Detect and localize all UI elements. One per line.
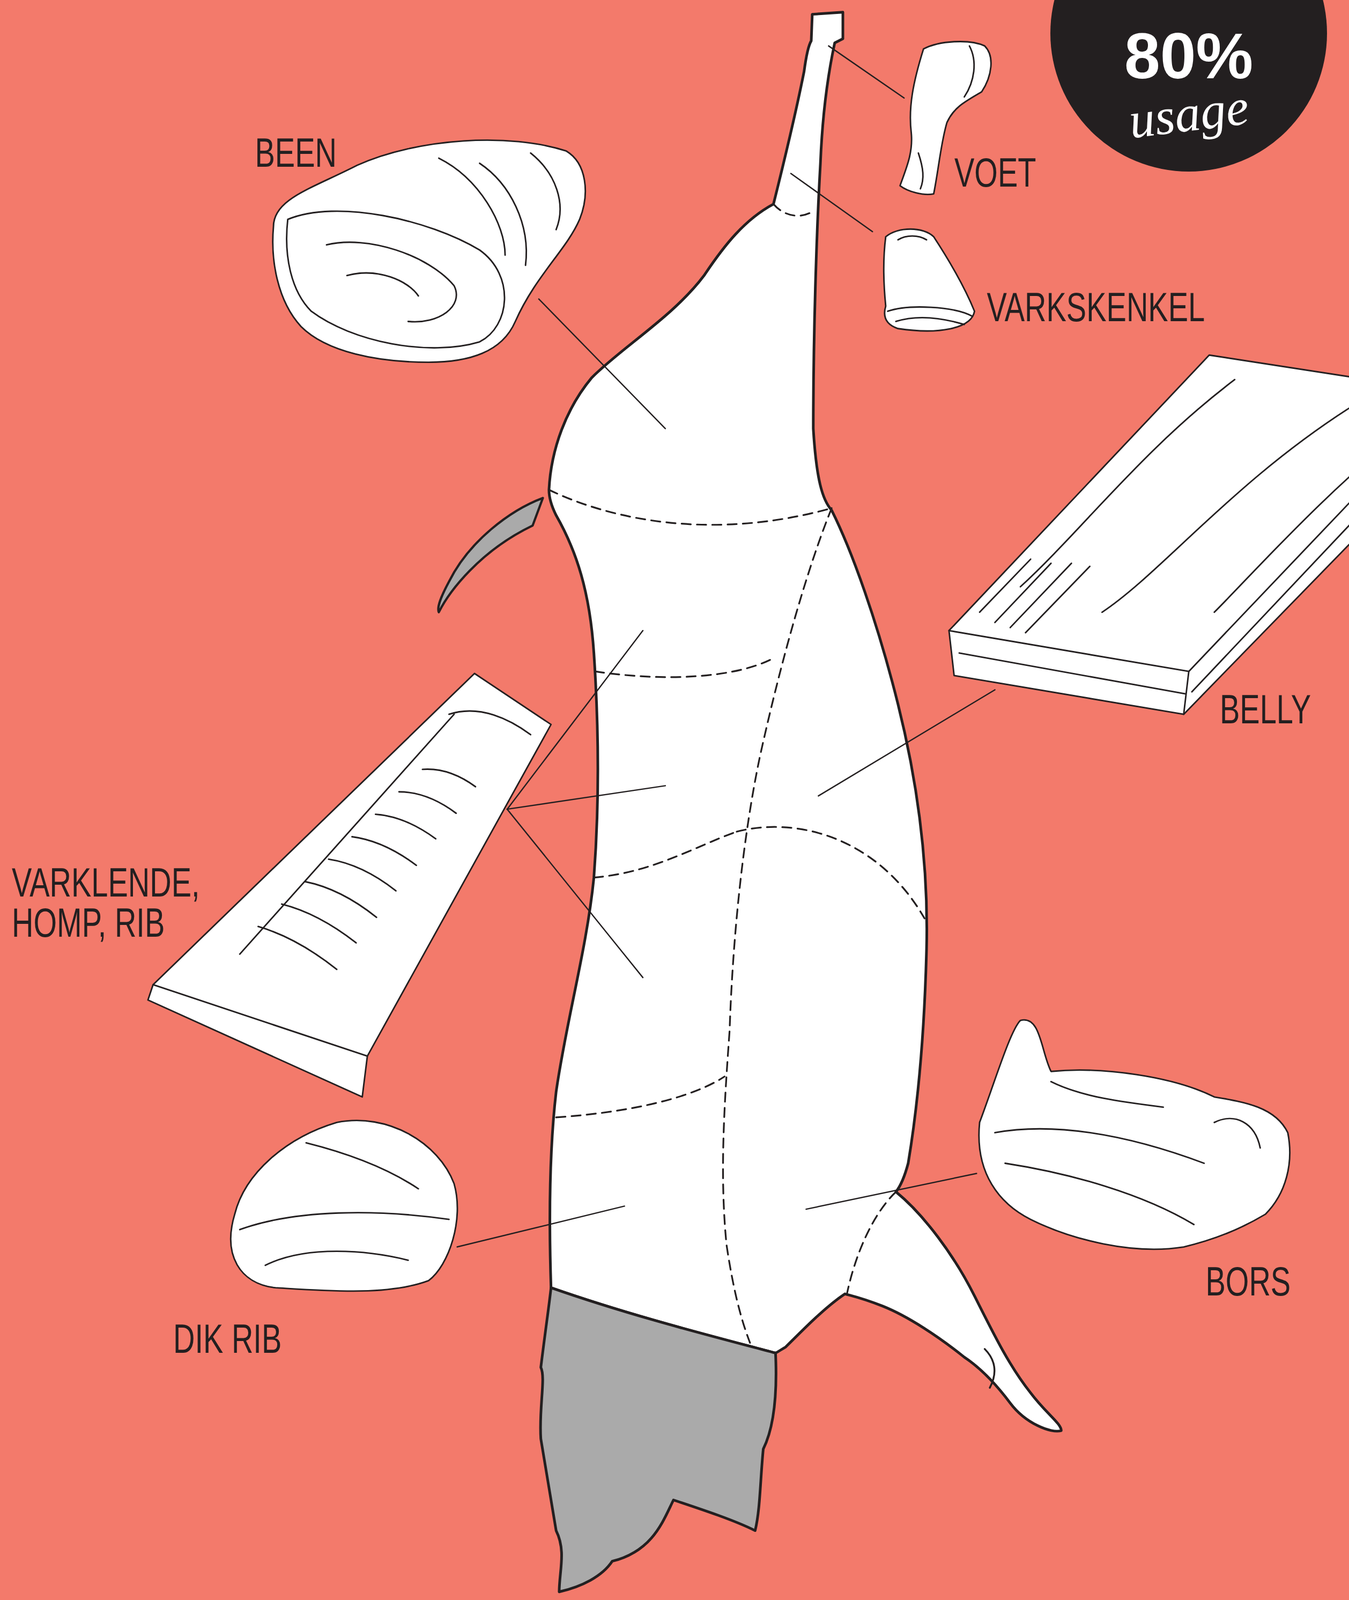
cut-name: VOET: [954, 152, 1036, 194]
cut-line: [595, 657, 774, 677]
cut-line: [594, 831, 737, 878]
breast-cut: [979, 1019, 1291, 1250]
badge-circle: [1050, 0, 1328, 172]
badge-caption: usage: [1125, 80, 1252, 147]
leader-line: [538, 299, 666, 429]
tail: [438, 498, 543, 613]
trotter-line: [984, 1349, 995, 1388]
cut-line: [722, 508, 832, 1344]
cut-name: BORS: [1205, 1261, 1292, 1302]
cut-name: VARKLENDE, HOMP, RIB: [11, 862, 237, 944]
leader-line: [507, 785, 666, 810]
leader-line: [790, 173, 873, 232]
leader-line: [818, 689, 995, 796]
leader-line: [507, 809, 643, 978]
cut-name: BEEN: [255, 132, 338, 174]
leader-line: [457, 1205, 625, 1247]
thick-rib-cut: [230, 1120, 458, 1292]
shank-cut: [883, 228, 975, 331]
ham-cut: [272, 139, 586, 362]
head-offcut: [540, 1287, 776, 1592]
badge-percentage: 80%: [1124, 23, 1254, 88]
carcass-outline: [549, 12, 1062, 1432]
cut-line: [549, 489, 832, 525]
leader-line: [806, 1173, 977, 1210]
usage-badge: 80%usage: [1050, 0, 1328, 172]
cut-name: VARKSKENKEL: [987, 286, 1206, 328]
cut-line: [847, 1191, 896, 1294]
cut-line: [556, 1076, 725, 1118]
cut-line: [773, 204, 815, 217]
cut-name: DIK RIB: [173, 1318, 282, 1360]
loin-rack-cut: [147, 673, 552, 1098]
cut-line: [736, 826, 925, 919]
leader-line: [828, 46, 904, 99]
belly-cut: [949, 354, 1349, 715]
cut-name: BELLY: [1219, 688, 1311, 730]
